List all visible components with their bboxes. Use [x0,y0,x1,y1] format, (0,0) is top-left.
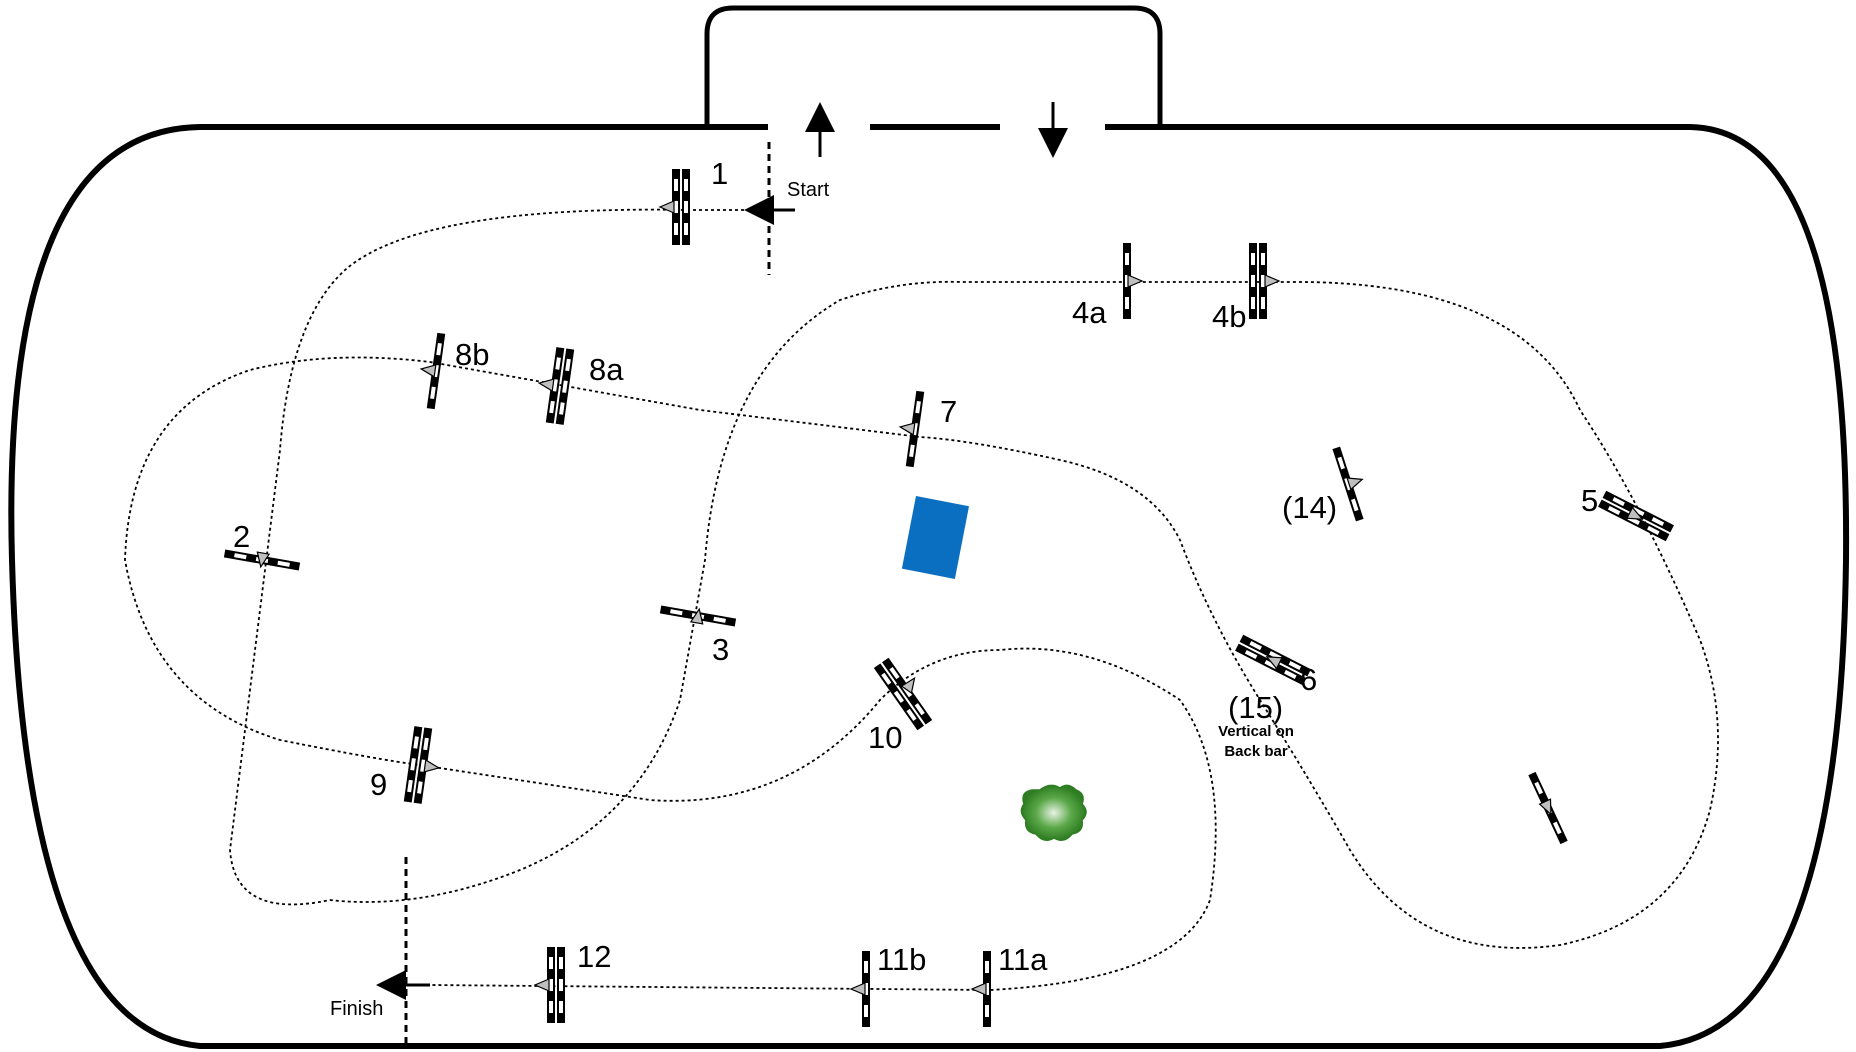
start-label: Start [787,179,830,201]
shrub-icon [1020,784,1087,841]
arena-outline [8,5,1850,1049]
jump-10 [873,657,933,731]
jump-label-4b: 4b [1212,299,1246,334]
jump-label-14: (14) [1282,490,1337,525]
jump-9 [403,726,441,804]
jump-label-15: (15) [1228,690,1283,725]
jump-label-5: 5 [1581,483,1598,518]
jump-4b [1249,243,1280,319]
course-route [124,208,1719,991]
jump-label-9: 9 [370,767,387,802]
jump-8a [537,347,575,425]
finish-label: Finish [330,998,383,1020]
jump-label-7: 7 [940,394,957,429]
jump-label-8a: 8a [589,352,624,387]
jump-label-3: 3 [712,632,729,667]
jump-label-4a: 4a [1072,295,1107,330]
jump-label-11b: 11b [877,942,926,977]
jump-4a [1123,243,1143,319]
jump-11a [971,951,991,1027]
finish-line [376,857,430,1046]
jump-label-12: 12 [577,939,611,974]
water-tray-obstacle [901,495,970,579]
start-line [744,142,795,275]
jump-5 [1598,490,1674,542]
jump-3 [659,605,737,627]
jump-12 [534,947,565,1023]
jump-label-11a: 11a [998,942,1048,977]
jump-label-1: 1 [711,156,728,191]
jump-14 [1332,446,1365,522]
jump-8b [419,332,446,410]
jump-label-2: 2 [233,519,250,554]
jump-label-10: 10 [868,720,902,755]
jump-13 [1528,771,1568,845]
jump-7 [898,390,925,468]
jump-1 [659,169,690,245]
jump-label-6: 6 [1300,662,1317,697]
vertical-note-line2: Back bar [1224,743,1288,760]
vertical-note-line1: Vertical on [1218,723,1294,740]
jump-11b [850,951,870,1027]
jump-label-8b: 8b [455,337,489,372]
